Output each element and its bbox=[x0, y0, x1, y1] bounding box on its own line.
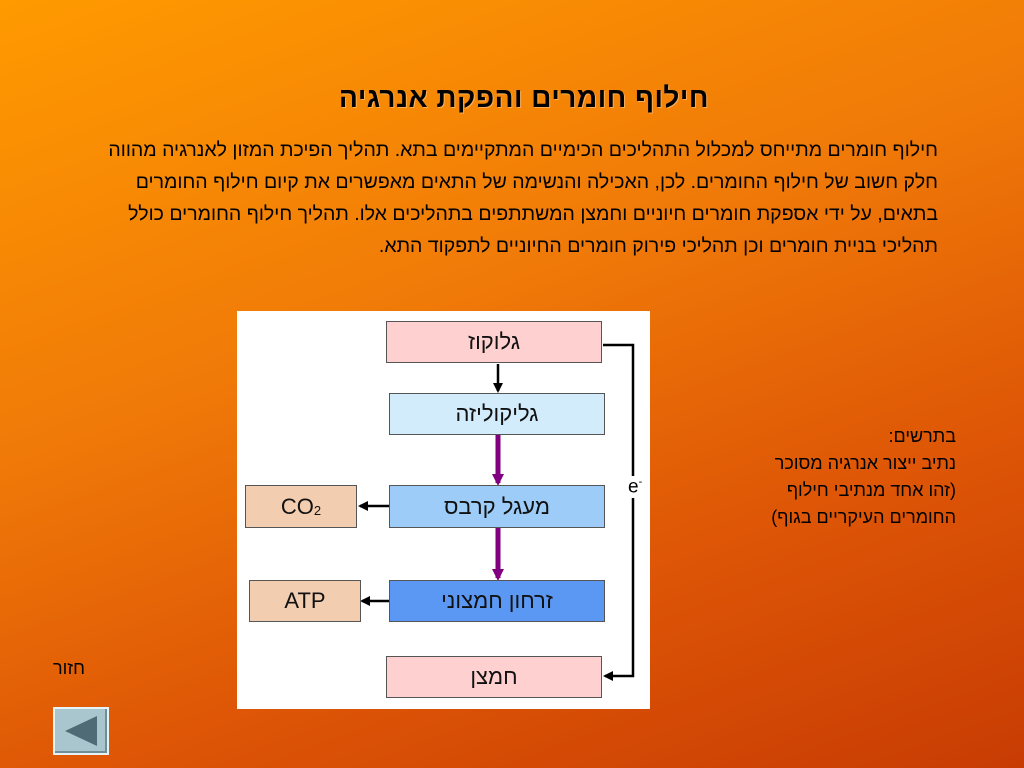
back-label: חזור bbox=[53, 658, 85, 678]
oxygen-box: חמצן bbox=[386, 656, 602, 698]
glucose-box: גלוקוז bbox=[386, 321, 602, 363]
legend-line-1: נתיב ייצור אנרגיה מסוכר bbox=[774, 453, 956, 473]
slide-title: חילוף חומרים והפקת אנרגיה bbox=[339, 82, 709, 113]
glycolysis-box: גליקוליזה bbox=[389, 393, 605, 435]
back-button[interactable] bbox=[53, 707, 109, 755]
intro-paragraph: חילוף חומרים מתייחס למכלול התהליכים הכימ… bbox=[108, 139, 938, 257]
oxidative-phosphorylation-box: זרחון חמצוני bbox=[389, 580, 605, 622]
electron-symbol: e bbox=[628, 476, 639, 498]
diagram-legend: בתרשים: נתיב ייצור אנרגיה מסוכר (זהו אחד… bbox=[700, 423, 956, 531]
co2-subscript: 2 bbox=[313, 503, 322, 518]
electron-transfer-path bbox=[603, 343, 635, 681]
legend-heading: בתרשים: bbox=[888, 426, 956, 446]
krebs-cycle-box: מעגל קרבס bbox=[389, 485, 605, 528]
legend-line-2: (זהו אחד מנתיבי חילוף bbox=[786, 480, 956, 500]
electron-label: e- bbox=[627, 476, 644, 499]
atp-box: ATP bbox=[249, 580, 361, 622]
electron-charge: - bbox=[638, 476, 643, 488]
left-triangle-icon bbox=[65, 716, 97, 746]
metabolism-diagram: גלוקוז גליקוליזה מעגל קרבס זרחון חמצוני … bbox=[237, 311, 650, 709]
legend-line-3: החומרים העיקריים בגוף) bbox=[771, 507, 956, 527]
co2-label: CO bbox=[280, 493, 314, 519]
diagram-arrows bbox=[358, 343, 635, 681]
